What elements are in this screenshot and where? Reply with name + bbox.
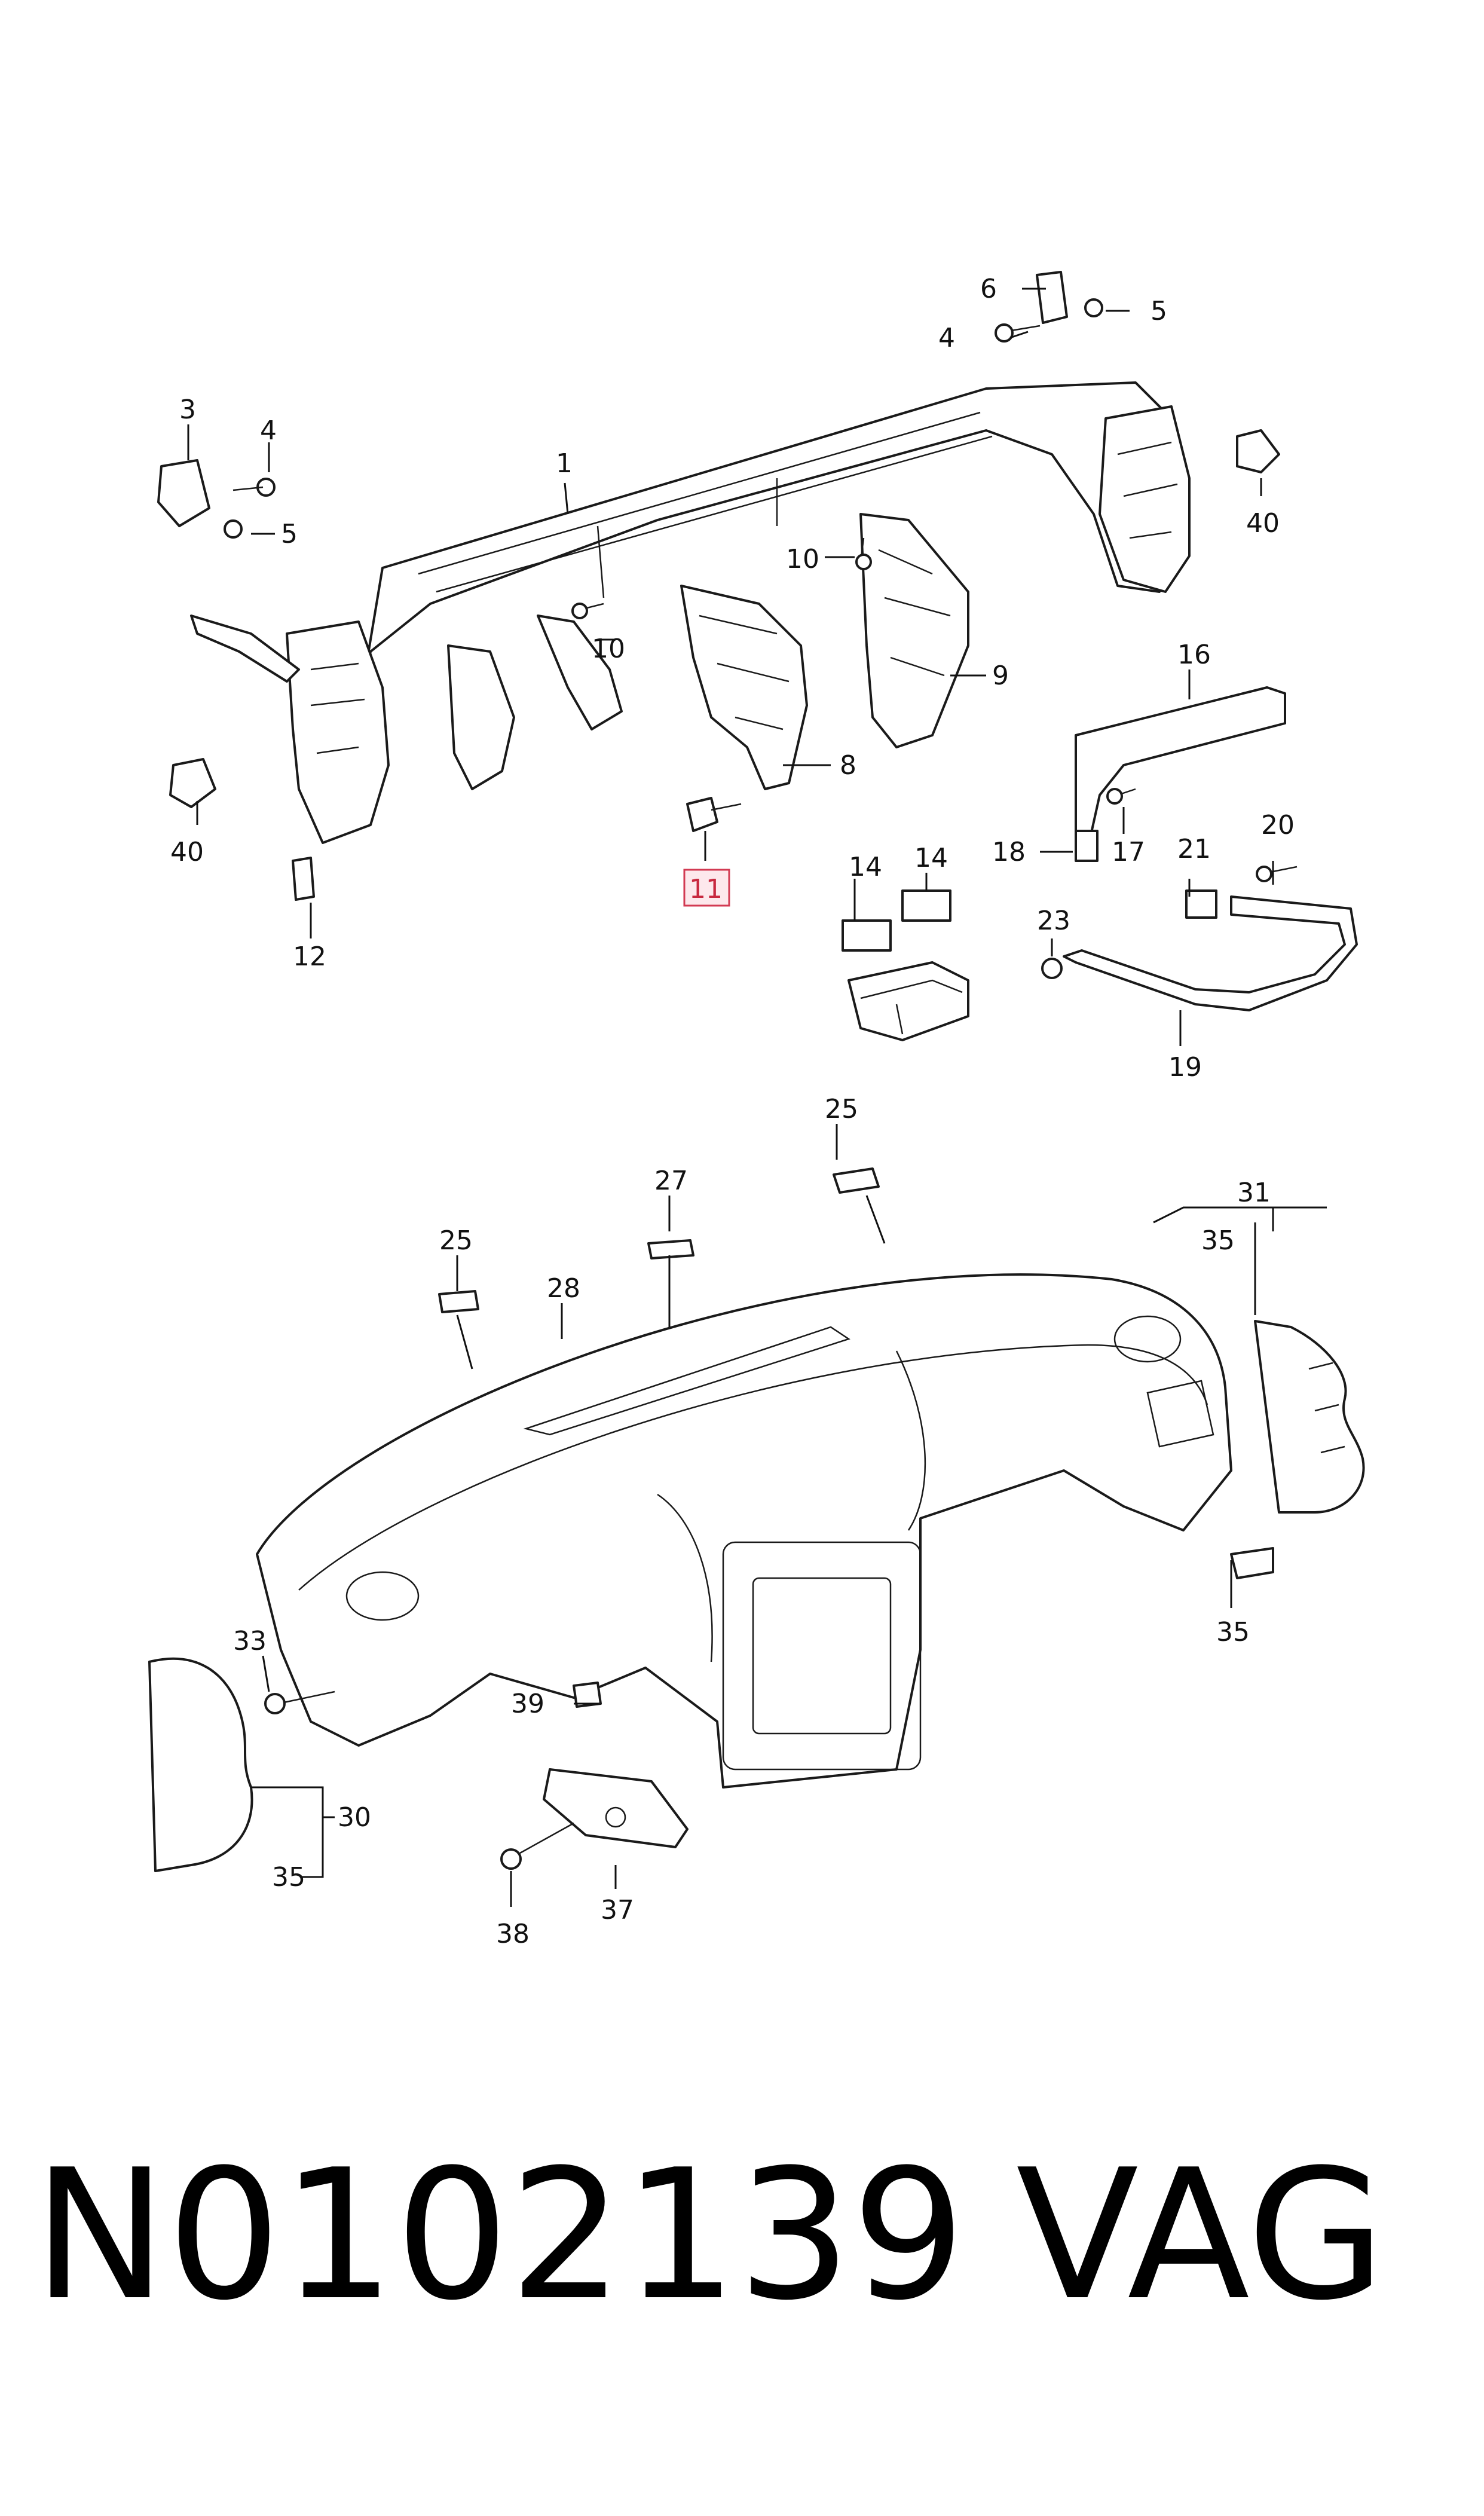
callout-11: 11 xyxy=(689,874,723,904)
small-fasteners xyxy=(157,271,1298,979)
callout-12: 12 xyxy=(293,941,326,972)
clips-lower xyxy=(264,1167,1274,1870)
callout-4: 4 xyxy=(260,415,277,446)
callout-4: 4 xyxy=(938,323,955,353)
callout-21: 21 xyxy=(1177,834,1211,864)
callout-25: 25 xyxy=(439,1225,473,1256)
bracket-part-9 xyxy=(859,513,969,748)
callout-17: 17 xyxy=(1112,837,1145,867)
end-cover-part-30 xyxy=(148,1657,253,1872)
callout-18: 18 xyxy=(992,837,1026,867)
callout-37: 37 xyxy=(601,1895,634,1925)
part-number: N0102139 xyxy=(33,2131,966,2340)
callout-6: 6 xyxy=(980,274,997,304)
callout-35: 35 xyxy=(1201,1225,1235,1256)
callout-28: 28 xyxy=(547,1273,580,1304)
callout-10: 10 xyxy=(786,544,819,574)
callout-27: 27 xyxy=(654,1166,688,1196)
callout-16: 16 xyxy=(1177,640,1211,670)
leader-lines xyxy=(187,288,1327,1907)
trim-part-37 xyxy=(543,1768,689,1848)
callout-20: 20 xyxy=(1261,810,1295,840)
callout-11-highlighted: 11 xyxy=(683,869,730,907)
callout-40: 40 xyxy=(1246,508,1280,539)
callout-3: 3 xyxy=(179,395,196,425)
callout-8: 8 xyxy=(840,750,856,781)
callout-9: 9 xyxy=(992,661,1009,691)
callout-5: 5 xyxy=(1151,296,1167,326)
callout-25: 25 xyxy=(825,1094,858,1124)
callout-23: 23 xyxy=(1037,906,1070,936)
cross-beam-part-1 xyxy=(190,381,1191,844)
brand-name: VAG xyxy=(1016,2131,1386,2340)
module-part-14 xyxy=(842,889,969,1041)
bracket-part-16 xyxy=(1075,686,1286,850)
callout-10: 10 xyxy=(592,634,625,664)
callout-35: 35 xyxy=(1216,1617,1250,1647)
callout-5: 5 xyxy=(281,519,298,549)
callout-39: 39 xyxy=(511,1689,544,1719)
dashboard-part-28 xyxy=(256,1273,1232,1789)
callout-30: 30 xyxy=(338,1802,371,1833)
callout-1: 1 xyxy=(556,448,573,479)
callout-14: 14 xyxy=(849,852,882,882)
callout-33: 33 xyxy=(233,1626,267,1656)
callout-31: 31 xyxy=(1237,1178,1271,1208)
callout-35: 35 xyxy=(272,1862,305,1893)
callout-40: 40 xyxy=(170,837,204,867)
end-cover-part-31 xyxy=(1254,1320,1365,1514)
strap-part-19 xyxy=(1063,895,1358,1011)
callout-19: 19 xyxy=(1168,1052,1202,1083)
callout-38: 38 xyxy=(496,1919,530,1949)
callout-14: 14 xyxy=(914,843,948,873)
bracket-part-8 xyxy=(680,585,808,790)
callout-labels: 1 3 4 5 6 4 5 40 10 10 9 8 11 40 12 14 1… xyxy=(170,274,1295,1949)
